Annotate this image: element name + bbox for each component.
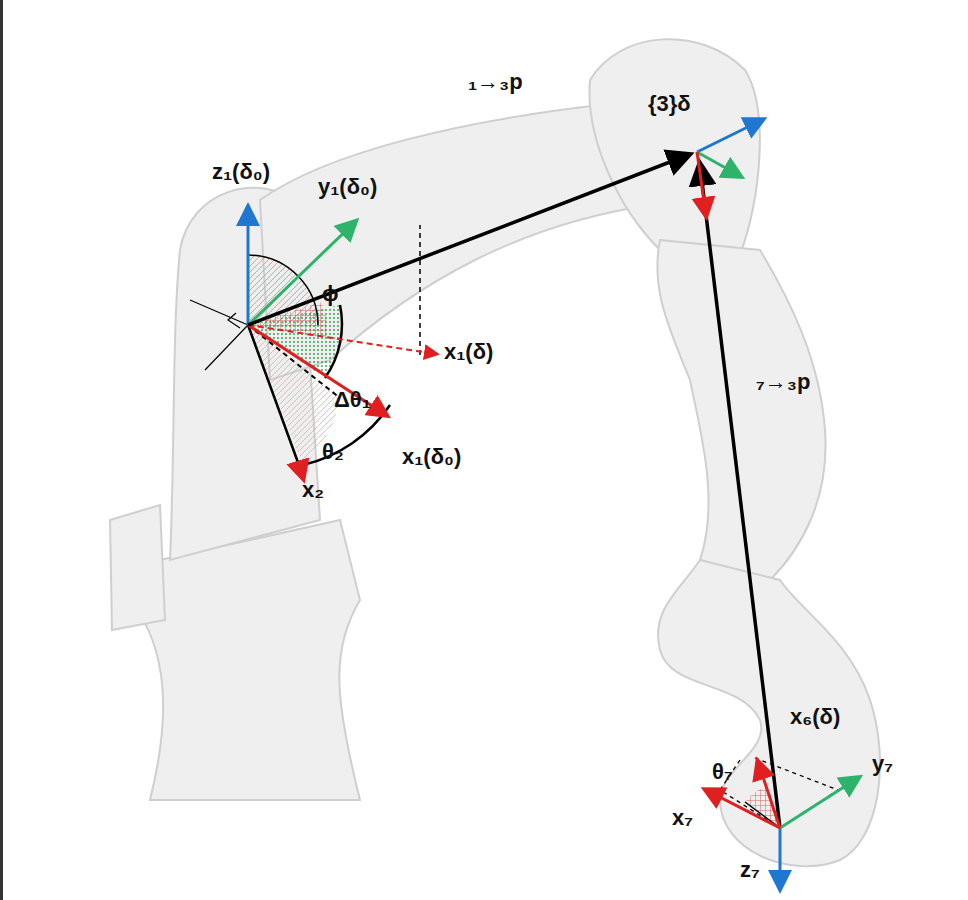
axis-label: x₂	[302, 478, 324, 502]
axis-label: Δθ₁	[334, 388, 371, 412]
axis-label: z₁(δ₀)	[212, 160, 270, 184]
axis-label: x₆(δ)	[790, 705, 840, 729]
axis-label: {3}δ	[648, 92, 691, 116]
axis-label: x₁(δ₀)	[402, 445, 461, 469]
axis-label: ₇→₃p	[756, 370, 810, 394]
axis-label: x₁(δ)	[444, 340, 493, 364]
axis-label: y₇	[872, 752, 893, 776]
axis-label: z₇	[740, 858, 760, 882]
axis-label: θ₇	[712, 760, 733, 784]
axis-label: θ₂	[322, 440, 344, 464]
axis-label: y₁(δ₀)	[318, 175, 377, 199]
axis-label: x₇	[672, 806, 693, 830]
axis-label: ₁→₃p	[468, 70, 523, 94]
axis-label: ϕ	[322, 282, 339, 306]
